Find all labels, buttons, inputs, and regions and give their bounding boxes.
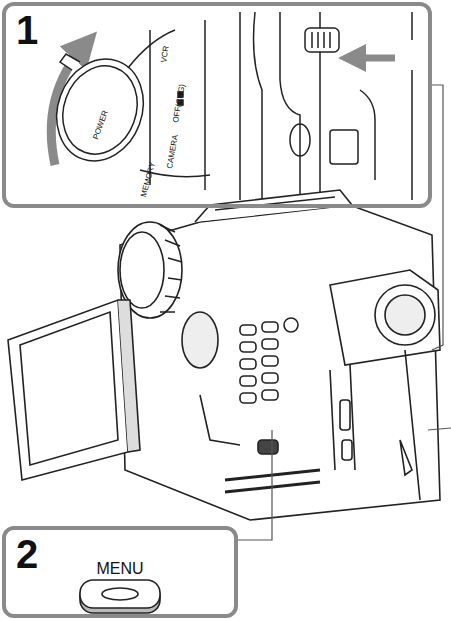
step-number: 2 xyxy=(16,534,38,574)
dial-label: POWER xyxy=(92,110,110,141)
dial-label: CAMERA xyxy=(166,134,180,169)
callout-panel: 2MENU xyxy=(2,526,238,618)
callout-panel: 1 xyxy=(2,2,432,208)
power-dial xyxy=(43,20,210,190)
step-number: 1 xyxy=(16,10,38,50)
camera-body xyxy=(8,190,440,520)
menu-button xyxy=(80,580,160,613)
switch-detail xyxy=(240,12,412,200)
leader-line xyxy=(238,85,451,540)
button-label: MENU xyxy=(96,560,143,578)
dial-label: OFF(CHG) xyxy=(172,83,187,123)
dial-label: VCR xyxy=(160,45,171,63)
dial-label: MEMORY xyxy=(140,161,157,198)
